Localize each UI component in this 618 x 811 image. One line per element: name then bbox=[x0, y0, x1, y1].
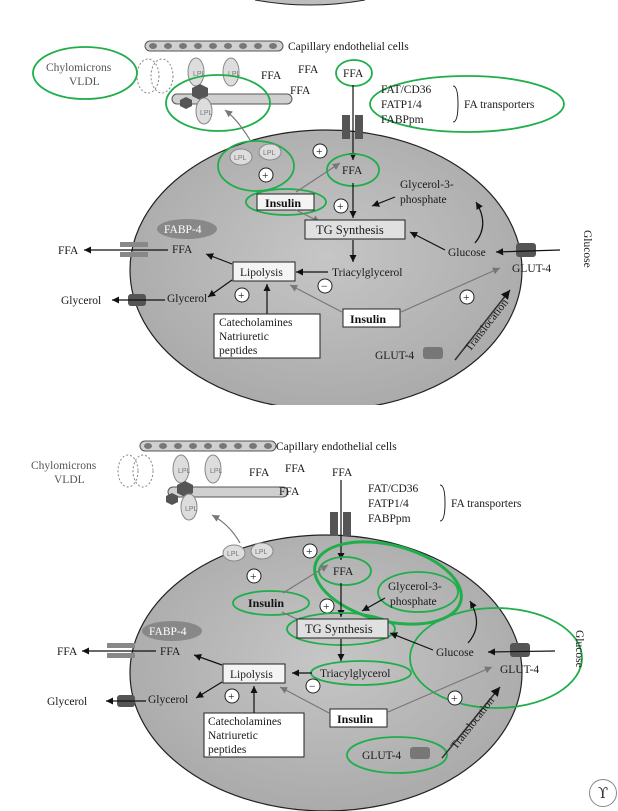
svg-text:peptides: peptides bbox=[208, 744, 247, 756]
svg-text:GLUT-4: GLUT-4 bbox=[512, 263, 551, 275]
svg-text:LPL: LPL bbox=[210, 468, 223, 475]
svg-text:Triacylglycerol: Triacylglycerol bbox=[332, 267, 402, 279]
feather-tool-icon[interactable]: ϒ bbox=[589, 779, 617, 807]
hl-lpl-capillary bbox=[165, 74, 271, 132]
svg-text:FAT/CD36: FAT/CD36 bbox=[381, 84, 432, 96]
svg-text:Insulin: Insulin bbox=[350, 312, 386, 326]
svg-text:+: + bbox=[337, 201, 344, 213]
svg-text:Glucose: Glucose bbox=[573, 630, 585, 668]
svg-text:Natriuretic: Natriuretic bbox=[208, 730, 258, 742]
svg-text:FFA: FFA bbox=[290, 85, 311, 97]
svg-text:−: − bbox=[321, 281, 328, 293]
vldl-label: VLDL bbox=[69, 76, 100, 88]
svg-text:LPL: LPL bbox=[193, 71, 206, 78]
svg-text:Insulin: Insulin bbox=[337, 712, 373, 726]
panel-top: Capillary endothelial cells LPL LPL LPL … bbox=[32, 0, 593, 405]
svg-text:phosphate: phosphate bbox=[390, 596, 437, 608]
svg-text:+: + bbox=[250, 571, 257, 583]
svg-text:LPL: LPL bbox=[255, 549, 268, 556]
svg-text:GLUT-4: GLUT-4 bbox=[500, 664, 539, 676]
svg-text:FFA: FFA bbox=[58, 245, 79, 257]
svg-text:FFA: FFA bbox=[332, 467, 353, 479]
capillary-row-bottom bbox=[139, 440, 289, 498]
lipolysis-top: Lipolysis bbox=[240, 267, 283, 279]
svg-text:Glycerol: Glycerol bbox=[148, 694, 188, 706]
svg-text:FFA: FFA bbox=[298, 64, 319, 76]
svg-text:LPL: LPL bbox=[263, 150, 276, 157]
svg-text:FATP1/4: FATP1/4 bbox=[368, 498, 409, 510]
svg-text:FATP1/4: FATP1/4 bbox=[381, 99, 422, 111]
svg-text:FFA: FFA bbox=[160, 646, 181, 658]
svg-text:+: + bbox=[316, 146, 323, 158]
hl-fa-transporters bbox=[369, 75, 565, 133]
hl-glucose-glut bbox=[409, 607, 583, 709]
svg-text:+: + bbox=[451, 693, 458, 705]
svg-text:FFA: FFA bbox=[342, 165, 363, 177]
svg-text:FFA: FFA bbox=[249, 467, 270, 479]
svg-text:+: + bbox=[306, 546, 313, 558]
svg-text:+: + bbox=[262, 170, 269, 182]
tg-synthesis-top: TG Synthesis bbox=[316, 223, 384, 237]
svg-text:LPL: LPL bbox=[200, 110, 213, 117]
svg-text:+: + bbox=[463, 292, 470, 304]
svg-text:LPL: LPL bbox=[185, 506, 198, 513]
svg-text:Triacylglycerol: Triacylglycerol bbox=[320, 668, 390, 680]
svg-text:VLDL: VLDL bbox=[54, 474, 85, 486]
adipocyte-top bbox=[129, 129, 523, 405]
hl-glut4-bottom bbox=[346, 736, 448, 774]
svg-text:FA transporters: FA transporters bbox=[464, 99, 535, 111]
svg-text:+: + bbox=[238, 290, 245, 302]
svg-text:Capillary endothelial cells: Capillary endothelial cells bbox=[276, 441, 397, 453]
svg-text:Lipolysis: Lipolysis bbox=[230, 669, 273, 681]
svg-text:FA transporters: FA transporters bbox=[451, 498, 522, 510]
svg-text:−: − bbox=[309, 681, 316, 693]
svg-text:FABP-4: FABP-4 bbox=[164, 224, 202, 236]
svg-text:Catecholamines: Catecholamines bbox=[219, 317, 293, 329]
svg-text:Insulin: Insulin bbox=[265, 196, 301, 210]
svg-text:LPL: LPL bbox=[227, 551, 240, 558]
svg-text:Glycerol-3-: Glycerol-3- bbox=[400, 179, 454, 191]
svg-text:FAT/CD36: FAT/CD36 bbox=[368, 483, 419, 495]
svg-text:TG Synthesis: TG Synthesis bbox=[305, 622, 373, 636]
svg-text:GLUT-4: GLUT-4 bbox=[375, 350, 414, 362]
hl-chylomicrons bbox=[32, 46, 138, 100]
svg-text:Glucose: Glucose bbox=[448, 247, 486, 259]
svg-text:FABP-4: FABP-4 bbox=[149, 626, 187, 638]
svg-text:phosphate: phosphate bbox=[400, 194, 447, 206]
svg-text:Chylomicrons: Chylomicrons bbox=[31, 460, 97, 472]
svg-text:Glucose: Glucose bbox=[436, 647, 474, 659]
svg-text:Natriuretic: Natriuretic bbox=[219, 331, 269, 343]
svg-text:+: + bbox=[228, 691, 235, 703]
hl-ffa-top bbox=[335, 59, 373, 87]
svg-text:Glycerol: Glycerol bbox=[167, 293, 207, 305]
capillary-label: Capillary endothelial cells bbox=[288, 41, 409, 53]
svg-text:GLUT-4: GLUT-4 bbox=[362, 750, 401, 762]
svg-text:Catecholamines: Catecholamines bbox=[208, 716, 282, 728]
svg-text:FFA: FFA bbox=[285, 463, 306, 475]
svg-text:FFA: FFA bbox=[57, 646, 78, 658]
chylomicrons-label: Chylomicrons bbox=[46, 62, 112, 74]
svg-text:FFA: FFA bbox=[343, 68, 364, 80]
svg-text:FFA: FFA bbox=[333, 566, 354, 578]
svg-text:peptides: peptides bbox=[219, 345, 258, 357]
capillary-row-top bbox=[144, 40, 293, 105]
svg-text:Glycerol: Glycerol bbox=[47, 696, 87, 708]
svg-text:Glycerol: Glycerol bbox=[61, 295, 101, 307]
svg-text:Glucose: Glucose bbox=[581, 230, 593, 268]
panel-bottom: Capillary endothelial cells Chylomicrons… bbox=[31, 440, 585, 811]
svg-text:LPL: LPL bbox=[234, 155, 247, 162]
lpl-vertical-top: LPL LPL bbox=[187, 57, 241, 87]
svg-text:LPL: LPL bbox=[178, 468, 191, 475]
svg-text:FFA: FFA bbox=[261, 70, 282, 82]
svg-text:FFA: FFA bbox=[279, 486, 300, 498]
svg-text:Glycerol-3-: Glycerol-3- bbox=[388, 581, 442, 593]
svg-text:FFA: FFA bbox=[172, 244, 193, 256]
svg-text:FABPpm: FABPpm bbox=[381, 114, 424, 126]
svg-text:Insulin: Insulin bbox=[248, 596, 284, 610]
svg-text:FABPpm: FABPpm bbox=[368, 513, 411, 525]
svg-text:+: + bbox=[323, 601, 330, 613]
svg-text:LPL: LPL bbox=[228, 71, 241, 78]
